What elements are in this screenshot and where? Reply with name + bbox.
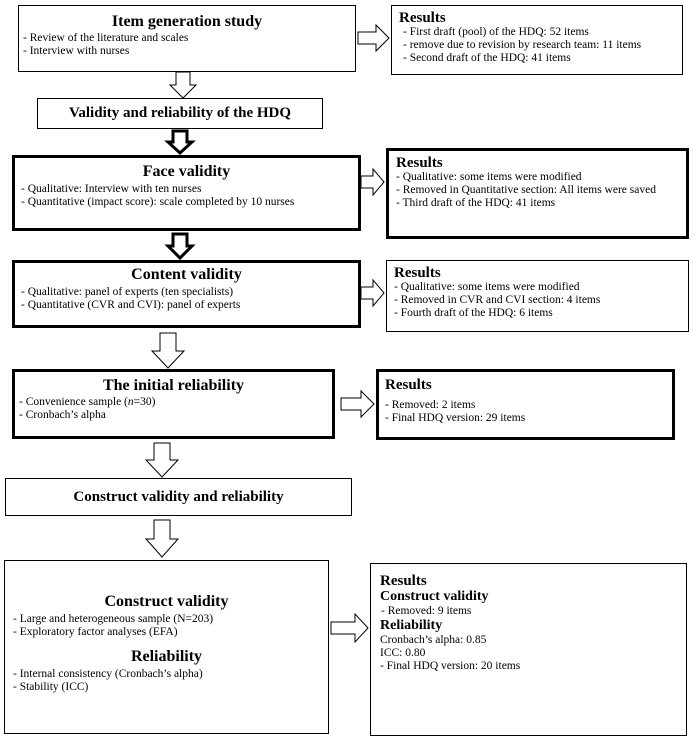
content-validity-line-1: - Qualitative: panel of experts (ten spe… xyxy=(21,286,234,298)
initial-reliability-line-2: - Cronbach’s alpha xyxy=(19,409,106,421)
down-arrow-icon xyxy=(144,519,180,558)
content-validity-line-2: - Quantitative (CVR and CVI): panel of e… xyxy=(21,299,241,311)
right-arrow-icon xyxy=(360,167,385,197)
construct-validity-box: Construct validity - Large and heterogen… xyxy=(4,560,329,734)
item-generation-line-1: - Review of the literature and scales xyxy=(23,32,189,44)
results-4-line-2: - Final HDQ version: 29 items xyxy=(385,412,526,424)
down-arrow-icon xyxy=(168,71,198,99)
reliability-title: Reliability xyxy=(130,648,203,665)
down-arrow-bold-icon xyxy=(164,129,196,156)
face-validity-line-2: - Quantitative (impact score): scale com… xyxy=(21,196,295,208)
results-2-line-2: - Removed in Quantitative section: All i… xyxy=(396,184,656,196)
results-4-title: Results xyxy=(385,377,432,393)
results-5-cv-line-1: - Removed: 9 items xyxy=(381,605,472,617)
validity-reliability-box: Validity and reliability of the HDQ xyxy=(37,98,323,129)
initial-reliability-n: n xyxy=(127,396,134,408)
content-validity-box: Content validity - Qualitative: panel of… xyxy=(12,260,361,328)
results-5-rel-line-3: - Final HDQ version: 20 items xyxy=(380,660,521,672)
right-arrow-icon xyxy=(340,389,375,419)
content-validity-title: Content validity xyxy=(131,266,242,283)
initial-reliability-line-1-prefix: - Convenience sample ( xyxy=(19,396,128,408)
results-box-1: Results - First draft (pool) of the HDQ:… xyxy=(391,5,683,75)
initial-reliability-box: The initial reliability - Convenience sa… xyxy=(12,369,335,439)
results-5-title: Results xyxy=(380,573,427,589)
right-arrow-icon xyxy=(360,278,385,308)
results-5-rel-line-1: Cronbach’s alpha: 0.85 xyxy=(380,634,487,646)
results-2-title: Results xyxy=(396,155,443,171)
results-1-line-2: - remove due to revision by research tea… xyxy=(403,39,642,51)
item-generation-box: Item generation study - Review of the li… xyxy=(18,5,356,72)
results-box-3: Results - Qualitative: some items were m… xyxy=(386,260,689,332)
construct-header-title: Construct validity and reliability xyxy=(73,489,284,505)
results-box-2: Results - Qualitative: some items were m… xyxy=(386,148,689,239)
down-arrow-bold-icon xyxy=(164,232,196,261)
initial-reliability-title: The initial reliability xyxy=(102,377,245,394)
face-validity-line-1: - Qualitative: Interview with ten nurses xyxy=(21,183,202,195)
down-arrow-icon xyxy=(144,442,180,478)
down-arrow-icon xyxy=(150,332,186,369)
initial-reliability-line-1-suffix: =30) xyxy=(133,396,156,408)
results-5-rel-line-2: ICC: 0.80 xyxy=(380,647,426,659)
construct-validity-line-2: - Exploratory factor analyses (EFA) xyxy=(13,626,178,638)
right-arrow-icon xyxy=(330,612,369,644)
face-validity-title: Face validity xyxy=(142,163,231,180)
construct-validity-line-1: - Large and heterogeneous sample (N=203) xyxy=(13,613,214,625)
item-generation-title: Item generation study xyxy=(111,13,263,30)
reliability-line-1: - Internal consistency (Cronbach’s alpha… xyxy=(13,668,203,680)
results-5-construct-validity-title: Construct validity xyxy=(380,589,489,604)
face-validity-box: Face validity - Qualitative: Interview w… xyxy=(12,155,361,231)
results-box-5: Results Construct validity - Removed: 9 … xyxy=(370,563,687,736)
results-3-title: Results xyxy=(394,265,441,281)
initial-reliability-line-1: - Convenience sample (n=30) xyxy=(19,396,332,409)
reliability-line-2: - Stability (ICC) xyxy=(13,681,89,693)
construct-header-box: Construct validity and reliability xyxy=(5,478,352,516)
results-5-reliability-title: Reliability xyxy=(380,618,443,633)
results-box-4: Results - Removed: 2 items - Final HDQ v… xyxy=(376,369,675,440)
results-3-line-3: - Fourth draft of the HDQ: 6 items xyxy=(394,307,553,319)
validity-reliability-title: Validity and reliability of the HDQ xyxy=(68,105,292,121)
results-2-line-3: - Third draft of the HDQ: 41 items xyxy=(396,197,556,209)
results-1-title: Results xyxy=(399,10,446,26)
results-1-line-3: - Second draft of the HDQ: 41 items xyxy=(403,52,571,64)
results-3-line-1: - Qualitative: some items were modified xyxy=(394,281,580,293)
right-arrow-icon xyxy=(357,23,390,53)
results-3-line-2: - Removed in CVR and CVI section: 4 item… xyxy=(394,294,601,306)
construct-validity-title: Construct validity xyxy=(104,593,229,610)
results-4-line-1: - Removed: 2 items xyxy=(385,399,476,411)
results-1-line-1: - First draft (pool) of the HDQ: 52 item… xyxy=(403,26,589,38)
results-2-line-1: - Qualitative: some items were modified xyxy=(396,171,582,183)
item-generation-line-2: - Interview with nurses xyxy=(23,45,130,57)
